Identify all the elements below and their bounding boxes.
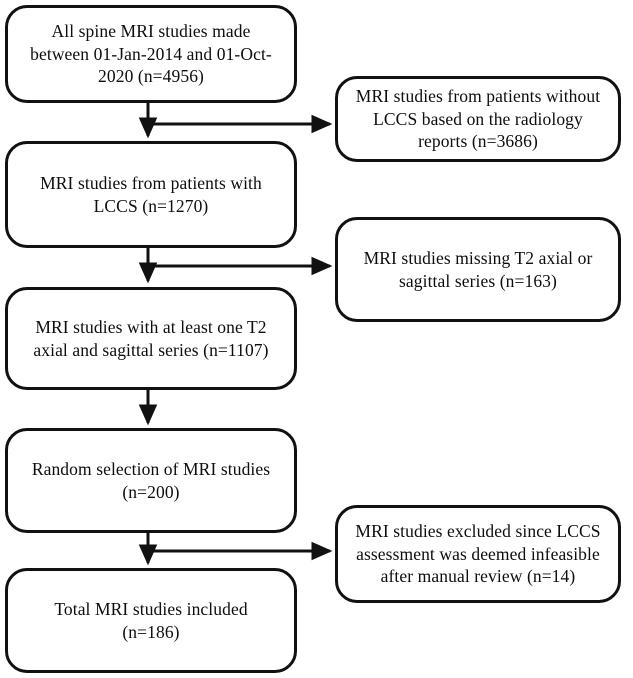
node-random-selection-of-mri-studies: Random selection of MRI studies (n=200) (5, 428, 297, 533)
node-text-line: 2020 (n=4956) (98, 66, 204, 87)
node-text-line: MRI studies from patients without (355, 85, 601, 106)
node-text-line: Random selection of MRI studies (31, 458, 271, 479)
node-text-line: (n=186) (122, 621, 180, 642)
node-text-line: MRI studies missing T2 axial or (363, 247, 593, 268)
node-mri-studies-with-lccs: MRI studies from patients with LCCS (n=1… (5, 141, 297, 248)
node-random-selection-of-mri-studies-text: Random selection of MRI studies (n=200) (32, 458, 270, 504)
node-all-spine-mri-studies-text: All spine MRI studies made between 01-Ja… (30, 20, 272, 88)
node-total-mri-studies-included: Total MRI studies included (n=186) (5, 568, 297, 673)
node-excluded-without-lccs: MRI studies from patients without LCCS b… (335, 76, 621, 162)
node-text-line: between 01-Jan-2014 and 01-Oct- (30, 43, 272, 64)
node-text-line: (n=200) (122, 481, 180, 502)
node-text-line: MRI studies from patients with (40, 172, 262, 193)
node-excluded-assessment-infeasible-text: MRI studies excluded since LCCS assessme… (355, 520, 600, 588)
node-excluded-missing-t2-series-text: MRI studies missing T2 axial or sagittal… (364, 247, 593, 293)
node-text-line: reports (n=3686) (418, 131, 538, 152)
node-mri-studies-t2-axial-and-sagittal-text: MRI studies with at least one T2 axial a… (33, 316, 268, 362)
node-text-line: MRI studies excluded since LCCS (355, 520, 601, 541)
node-total-mri-studies-included-text: Total MRI studies included (n=186) (54, 598, 247, 644)
node-text-line: Total MRI studies included (54, 598, 248, 619)
node-text-line: LCCS (n=1270) (93, 195, 209, 216)
node-text-line: LCCS based on the radiology (373, 108, 583, 129)
node-text-line: axial and sagittal series (n=1107) (33, 339, 269, 360)
node-all-spine-mri-studies: All spine MRI studies made between 01-Ja… (5, 5, 297, 103)
node-text-line: assessment was deemed infeasible (356, 543, 600, 564)
node-excluded-assessment-infeasible: MRI studies excluded since LCCS assessme… (335, 505, 621, 603)
node-mri-studies-with-lccs-text: MRI studies from patients with LCCS (n=1… (40, 172, 262, 218)
node-excluded-missing-t2-series: MRI studies missing T2 axial or sagittal… (335, 217, 621, 322)
node-text-line: sagittal series (n=163) (399, 270, 557, 291)
node-text-line: MRI studies with at least one T2 (35, 316, 267, 337)
node-text-line: All spine MRI studies made (51, 20, 251, 41)
node-mri-studies-t2-axial-and-sagittal: MRI studies with at least one T2 axial a… (5, 287, 297, 390)
node-excluded-without-lccs-text: MRI studies from patients without LCCS b… (356, 85, 600, 153)
node-text-line: after manual review (n=14) (380, 566, 576, 587)
